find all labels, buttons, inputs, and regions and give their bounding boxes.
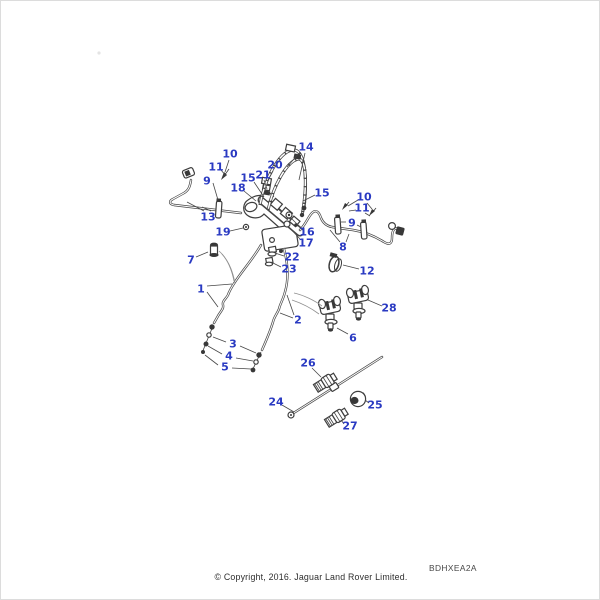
callout-27[interactable]: 27 (342, 420, 357, 433)
leader-line-24 (281, 404, 295, 413)
callout-15[interactable]: 15 (240, 172, 255, 185)
leader-line-26 (311, 367, 322, 378)
pipe-clip-9-right (359, 219, 368, 240)
pipe-24 (287, 355, 384, 419)
leader-line-11 (364, 212, 371, 217)
callout-20[interactable]: 20 (267, 159, 283, 172)
leader-line-16 (289, 216, 302, 229)
leader-line-11 (348, 209, 357, 212)
leader-line-20 (267, 170, 274, 181)
pipe-8 (298, 210, 405, 245)
cap-25 (349, 390, 367, 408)
leader-line-17 (287, 225, 301, 240)
callout-15[interactable]: 15 (314, 187, 329, 200)
leader-line-1 (206, 291, 219, 308)
clamp-reference-line (293, 292, 323, 307)
leader-line-9 (356, 224, 362, 228)
leader-line-19 (229, 227, 244, 232)
leader-line-4 (207, 345, 223, 355)
leader-line-7 (195, 251, 209, 258)
callout-9[interactable]: 9 (348, 217, 356, 230)
leader-line-12 (342, 264, 360, 270)
callout-2[interactable]: 2 (294, 314, 302, 327)
leader-line-2 (286, 294, 295, 316)
pipe-clamp-6 (317, 295, 342, 332)
callout-11[interactable]: 11 (208, 161, 223, 174)
callout-19[interactable]: 19 (215, 226, 230, 239)
callout-9[interactable]: 9 (203, 175, 211, 188)
callout-4[interactable]: 4 (225, 350, 233, 363)
leader-line-11 (220, 169, 227, 177)
leader-line-4 (235, 357, 254, 362)
leader-line-10 (347, 199, 359, 207)
callout-10[interactable]: 10 (222, 148, 238, 161)
hose-pair-14 (258, 143, 307, 218)
leader-line-3 (239, 345, 257, 354)
stray-mark (97, 51, 101, 55)
leader-line-21 (263, 179, 268, 190)
union-26 (312, 372, 339, 394)
leader-line-27 (340, 419, 345, 425)
callout-23[interactable]: 23 (281, 263, 296, 276)
grommet-12 (328, 252, 343, 273)
callout-8[interactable]: 8 (339, 241, 347, 254)
callout-3[interactable]: 3 (229, 338, 237, 351)
leader-line-15 (253, 181, 265, 198)
pipe-2 (250, 247, 289, 373)
diagram-code: BDHXEA2A (429, 563, 477, 573)
leader-line-14 (286, 151, 301, 168)
callout-1[interactable]: 1 (197, 283, 205, 296)
leader-line-13 (186, 201, 205, 212)
leader-line-28 (367, 299, 383, 307)
leader-line-2 (279, 312, 294, 319)
callout-11[interactable]: 11 (354, 202, 369, 215)
pipe-clip-9-left (214, 198, 223, 219)
diagram-artwork (97, 51, 405, 429)
callout-5[interactable]: 5 (221, 361, 229, 374)
callout-25[interactable]: 25 (367, 399, 382, 412)
leader-line-8 (329, 229, 341, 243)
leader-line-10 (366, 202, 373, 210)
grommet-7 (209, 242, 236, 284)
pipe-clip-9-mid (333, 214, 342, 235)
callout-7[interactable]: 7 (187, 254, 195, 267)
leader-line-1 (206, 283, 233, 287)
leader-line-10 (224, 159, 230, 173)
callout-16[interactable]: 16 (299, 226, 315, 239)
leader-line-13 (201, 206, 212, 212)
leader-line-22 (274, 252, 285, 257)
callout-6[interactable]: 6 (349, 332, 357, 345)
callout-18[interactable]: 18 (230, 182, 245, 195)
callout-14[interactable]: 14 (298, 141, 314, 154)
clamp-reference-line (291, 299, 320, 315)
leader-line-5 (231, 367, 252, 370)
callout-10[interactable]: 10 (356, 191, 372, 204)
leader-line-3 (212, 336, 227, 343)
leader-line-25 (364, 399, 370, 404)
screw-10-mid (342, 201, 350, 210)
callout-21[interactable]: 21 (255, 169, 270, 182)
leader-line-15 (302, 194, 316, 202)
callout-24[interactable]: 24 (268, 396, 284, 409)
leader-line-5 (204, 354, 219, 366)
callout-12[interactable]: 12 (359, 265, 374, 278)
leader-line-14 (298, 152, 306, 181)
callout-17[interactable]: 17 (298, 237, 313, 250)
callout-28[interactable]: 28 (381, 302, 396, 315)
leader-line-9 (212, 182, 219, 201)
screw-11-right (369, 207, 377, 216)
leader-line-6 (336, 327, 349, 335)
pipe-13 (168, 167, 243, 215)
leader-line-8 (345, 233, 350, 243)
pipe-1 (201, 243, 263, 354)
leader-line-18 (243, 190, 257, 202)
pipe-clamp-28 (345, 284, 370, 321)
callout-13[interactable]: 13 (200, 211, 215, 224)
callout-22[interactable]: 22 (284, 251, 299, 264)
leader-line-23 (270, 261, 282, 268)
callout-26[interactable]: 26 (300, 357, 316, 370)
copyright-text: © Copyright, 2016. Jaguar Land Rover Lim… (214, 572, 408, 582)
